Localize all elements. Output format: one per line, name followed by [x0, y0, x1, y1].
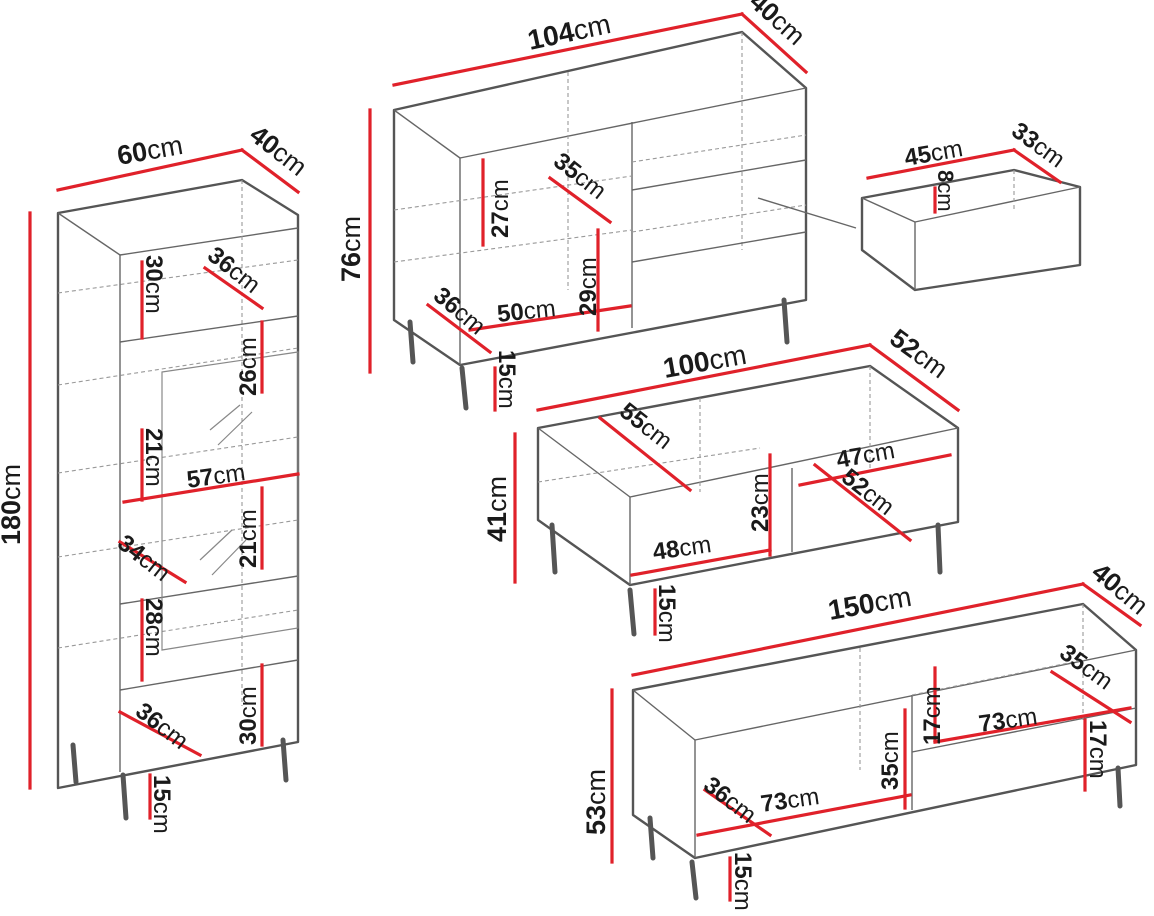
coffee-table-height-label: 41cm	[482, 476, 512, 542]
tall-cabinet: 60cm 40cm 180cm 30cm 36cm 26cm 21cm 57cm…	[0, 119, 313, 834]
lower-height-label: 17cm	[1084, 720, 1111, 779]
glass-door	[161, 351, 299, 651]
inner-height-label: 35cm	[877, 731, 904, 790]
leg	[70, 742, 79, 785]
leg	[549, 522, 558, 575]
shelf-height-label: 21cm	[235, 509, 262, 568]
tv-stand-body	[631, 602, 1138, 860]
coffee-table-depth-label: 52cm	[884, 323, 953, 385]
shelf-depth-label: 34cm	[112, 529, 175, 586]
inner-height-label: 27cm	[487, 179, 514, 238]
inner-depth-label: 35cm	[548, 147, 611, 204]
tall-cabinet-width-label: 60cm	[115, 130, 185, 171]
shelf-depth-label: 36cm	[202, 241, 265, 298]
inner-width-left-label: 48cm	[651, 531, 713, 566]
leg	[689, 859, 699, 901]
leg	[627, 587, 637, 637]
leg-height-label: 15cm	[148, 775, 175, 834]
tall-cabinet-height-label: 180cm	[0, 464, 26, 545]
leg	[935, 522, 943, 575]
shelf-height-label: 28cm	[140, 598, 167, 657]
shelf-height-label: 30cm	[235, 686, 262, 745]
inner-depth-left-label: 36cm	[698, 771, 761, 828]
drawer-width-label: 45cm	[902, 135, 964, 172]
sideboard-height-label: 76cm	[336, 216, 366, 282]
leg	[459, 365, 469, 411]
leg	[781, 297, 790, 345]
shelf-height-label: 30cm	[140, 255, 167, 314]
leg	[280, 737, 289, 783]
inner-width-label: 73cm	[759, 783, 821, 818]
coffee-table-width-label: 100cm	[661, 339, 749, 384]
inner-width-right-label: 47cm	[834, 437, 896, 474]
shelf-height-label: 26cm	[235, 337, 262, 396]
drawer-body	[860, 168, 1082, 292]
leg	[407, 319, 416, 365]
inner-depth-right-label: 35cm	[1054, 639, 1117, 695]
inner-height-label: 23cm	[747, 473, 774, 532]
tall-cabinet-depth-label: 40cm	[244, 119, 313, 182]
leg	[120, 772, 129, 821]
upper-height-label: 17cm	[919, 686, 946, 745]
leg	[647, 815, 656, 861]
side-height-label: 29cm	[575, 257, 602, 316]
tv-stand-height-label: 53cm	[581, 769, 611, 835]
inner-depth-left-label: 55cm	[614, 397, 677, 454]
inner-width-label: 50cm	[496, 295, 557, 328]
tv-stand-width-label: 150cm	[826, 581, 914, 626]
drawer: 45cm 33cm 8cm	[860, 117, 1082, 292]
leg-height-label: 15cm	[493, 350, 520, 409]
upper-width-label: 73cm	[977, 703, 1039, 738]
leg-height-label: 15cm	[653, 584, 680, 643]
leg	[1115, 765, 1123, 809]
leg-height-label: 15cm	[729, 852, 756, 911]
drawer-height-label: 8cm	[933, 170, 958, 212]
shelf-height-label: 21cm	[140, 428, 167, 487]
inner-width-label: 57cm	[185, 459, 247, 494]
sideboard: 104cm 40cm 76cm 27cm 35cm 29cm 36cm 50cm…	[336, 0, 857, 412]
